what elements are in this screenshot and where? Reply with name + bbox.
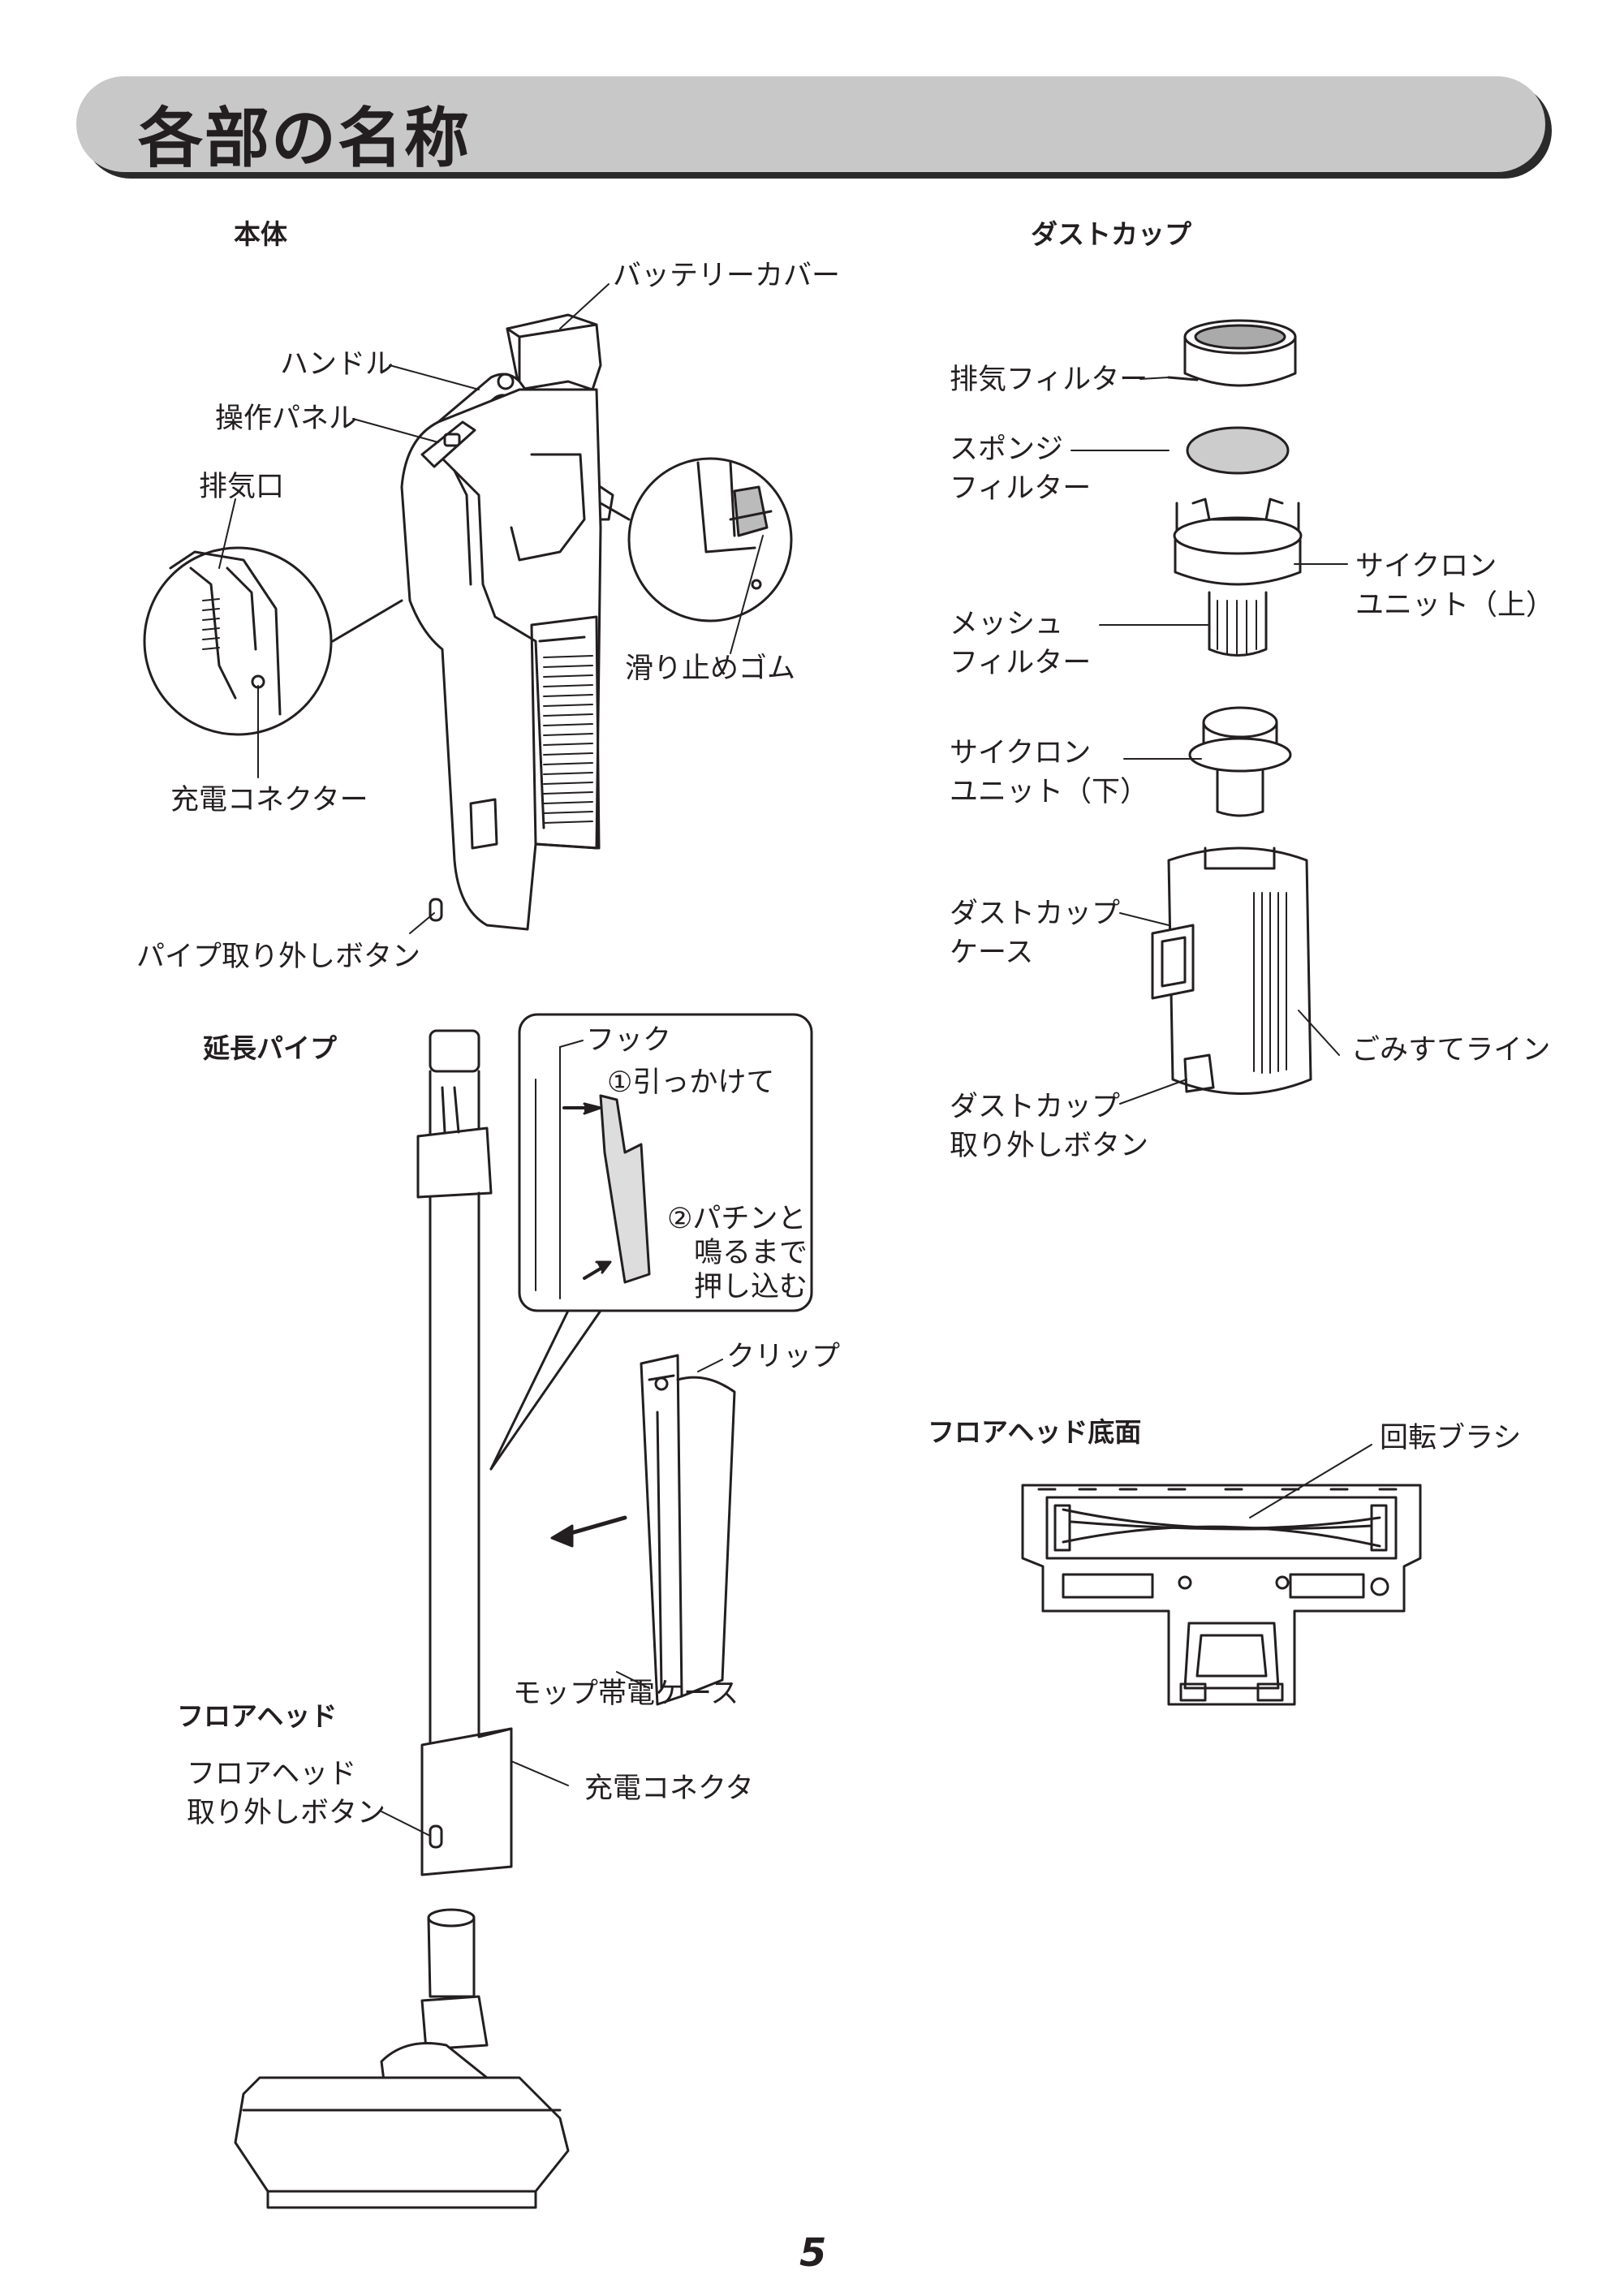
section-heading-extension-pipe: 延長パイプ	[203, 1032, 337, 1064]
label-cyclone-upper-2: ユニット（上）	[1355, 589, 1555, 622]
label-battery-cover: バッテリーカバー	[613, 260, 841, 292]
label-dust-cup-case-1: ダストカップ	[950, 898, 1121, 930]
label-dust-cup-release-2: 取り外しボタン	[950, 1130, 1149, 1162]
label-step2-line2: 鳴るまで	[694, 1237, 808, 1269]
label-step2-line3: 押し込む	[694, 1271, 808, 1303]
label-charging-connector-pipe: 充電コネクタ	[584, 1773, 754, 1805]
rubber-detail-circle	[599, 457, 793, 622]
label-sponge-filter-1: スポンジ	[950, 433, 1064, 466]
label-anti-slip-rubber: 滑り止めゴム	[625, 653, 796, 685]
label-step1: ①引っかけて	[607, 1066, 775, 1099]
page-title: 各部の名称	[138, 101, 471, 176]
label-cyclone-upper-1: サイクロン	[1355, 550, 1497, 583]
label-clip: クリップ	[726, 1341, 841, 1373]
label-dust-cup-case-2: ケース	[950, 937, 1034, 969]
section-heading-floor-head: フロアヘッド	[177, 1700, 338, 1732]
label-sponge-filter-2: フィルター	[950, 472, 1092, 505]
exhaust-detail-circle	[143, 546, 403, 736]
label-mesh-filter-2: フィルター	[950, 647, 1092, 679]
floor-head-drawing	[234, 1908, 570, 2209]
dust-cup-leaders	[1070, 377, 1348, 1105]
mop-case-drawing	[550, 1354, 736, 1706]
section-heading-dust-cup: ダストカップ	[1031, 218, 1191, 250]
label-dust-cup-release-1: ダストカップ	[950, 1091, 1121, 1123]
label-control-panel: 操作パネル	[215, 403, 358, 435]
section-heading-floor-head-bottom: フロアヘッド底面	[928, 1416, 1142, 1448]
floor-head-bottom-drawing	[1021, 1484, 1422, 1706]
title-band	[76, 76, 1545, 172]
label-floor-head-release-1: フロアヘッド	[187, 1758, 357, 1790]
label-hook: フック	[586, 1024, 672, 1057]
label-dust-line: ごみすてライン	[1351, 1034, 1551, 1066]
floor-bottom-leaders	[1249, 1444, 1372, 1518]
vacuum-body-drawing	[400, 313, 614, 931]
label-rotating-brush: 回転ブラシ	[1380, 1422, 1522, 1454]
extension-pipe-drawing	[416, 1029, 513, 1876]
label-exhaust-port: 排気口	[199, 471, 285, 503]
page-number: 5	[799, 2230, 827, 2276]
body-leaders	[218, 283, 764, 934]
label-cyclone-lower-2: ユニット（下）	[950, 776, 1149, 808]
section-heading-body: 本体	[234, 218, 287, 250]
label-pipe-release-button: パイプ取り外しボタン	[136, 941, 421, 973]
label-floor-head-release-2: 取り外しボタン	[187, 1797, 386, 1829]
label-step2-line1: ②パチンと	[667, 1203, 807, 1235]
dust-cup-drawing	[1151, 319, 1312, 1095]
label-cyclone-lower-1: サイクロン	[950, 737, 1092, 769]
hook-detail-box	[489, 1013, 813, 1471]
label-handle: ハンドル	[280, 348, 394, 381]
label-mesh-filter-1: メッシュ	[950, 608, 1064, 640]
label-charging-connector: 充電コネクター	[170, 784, 368, 816]
pipe-leaders	[381, 1040, 723, 1837]
label-exhaust-filter: 排気フィルター	[950, 364, 1148, 396]
label-mop-case: モップ帯電ケース	[513, 1678, 739, 1710]
